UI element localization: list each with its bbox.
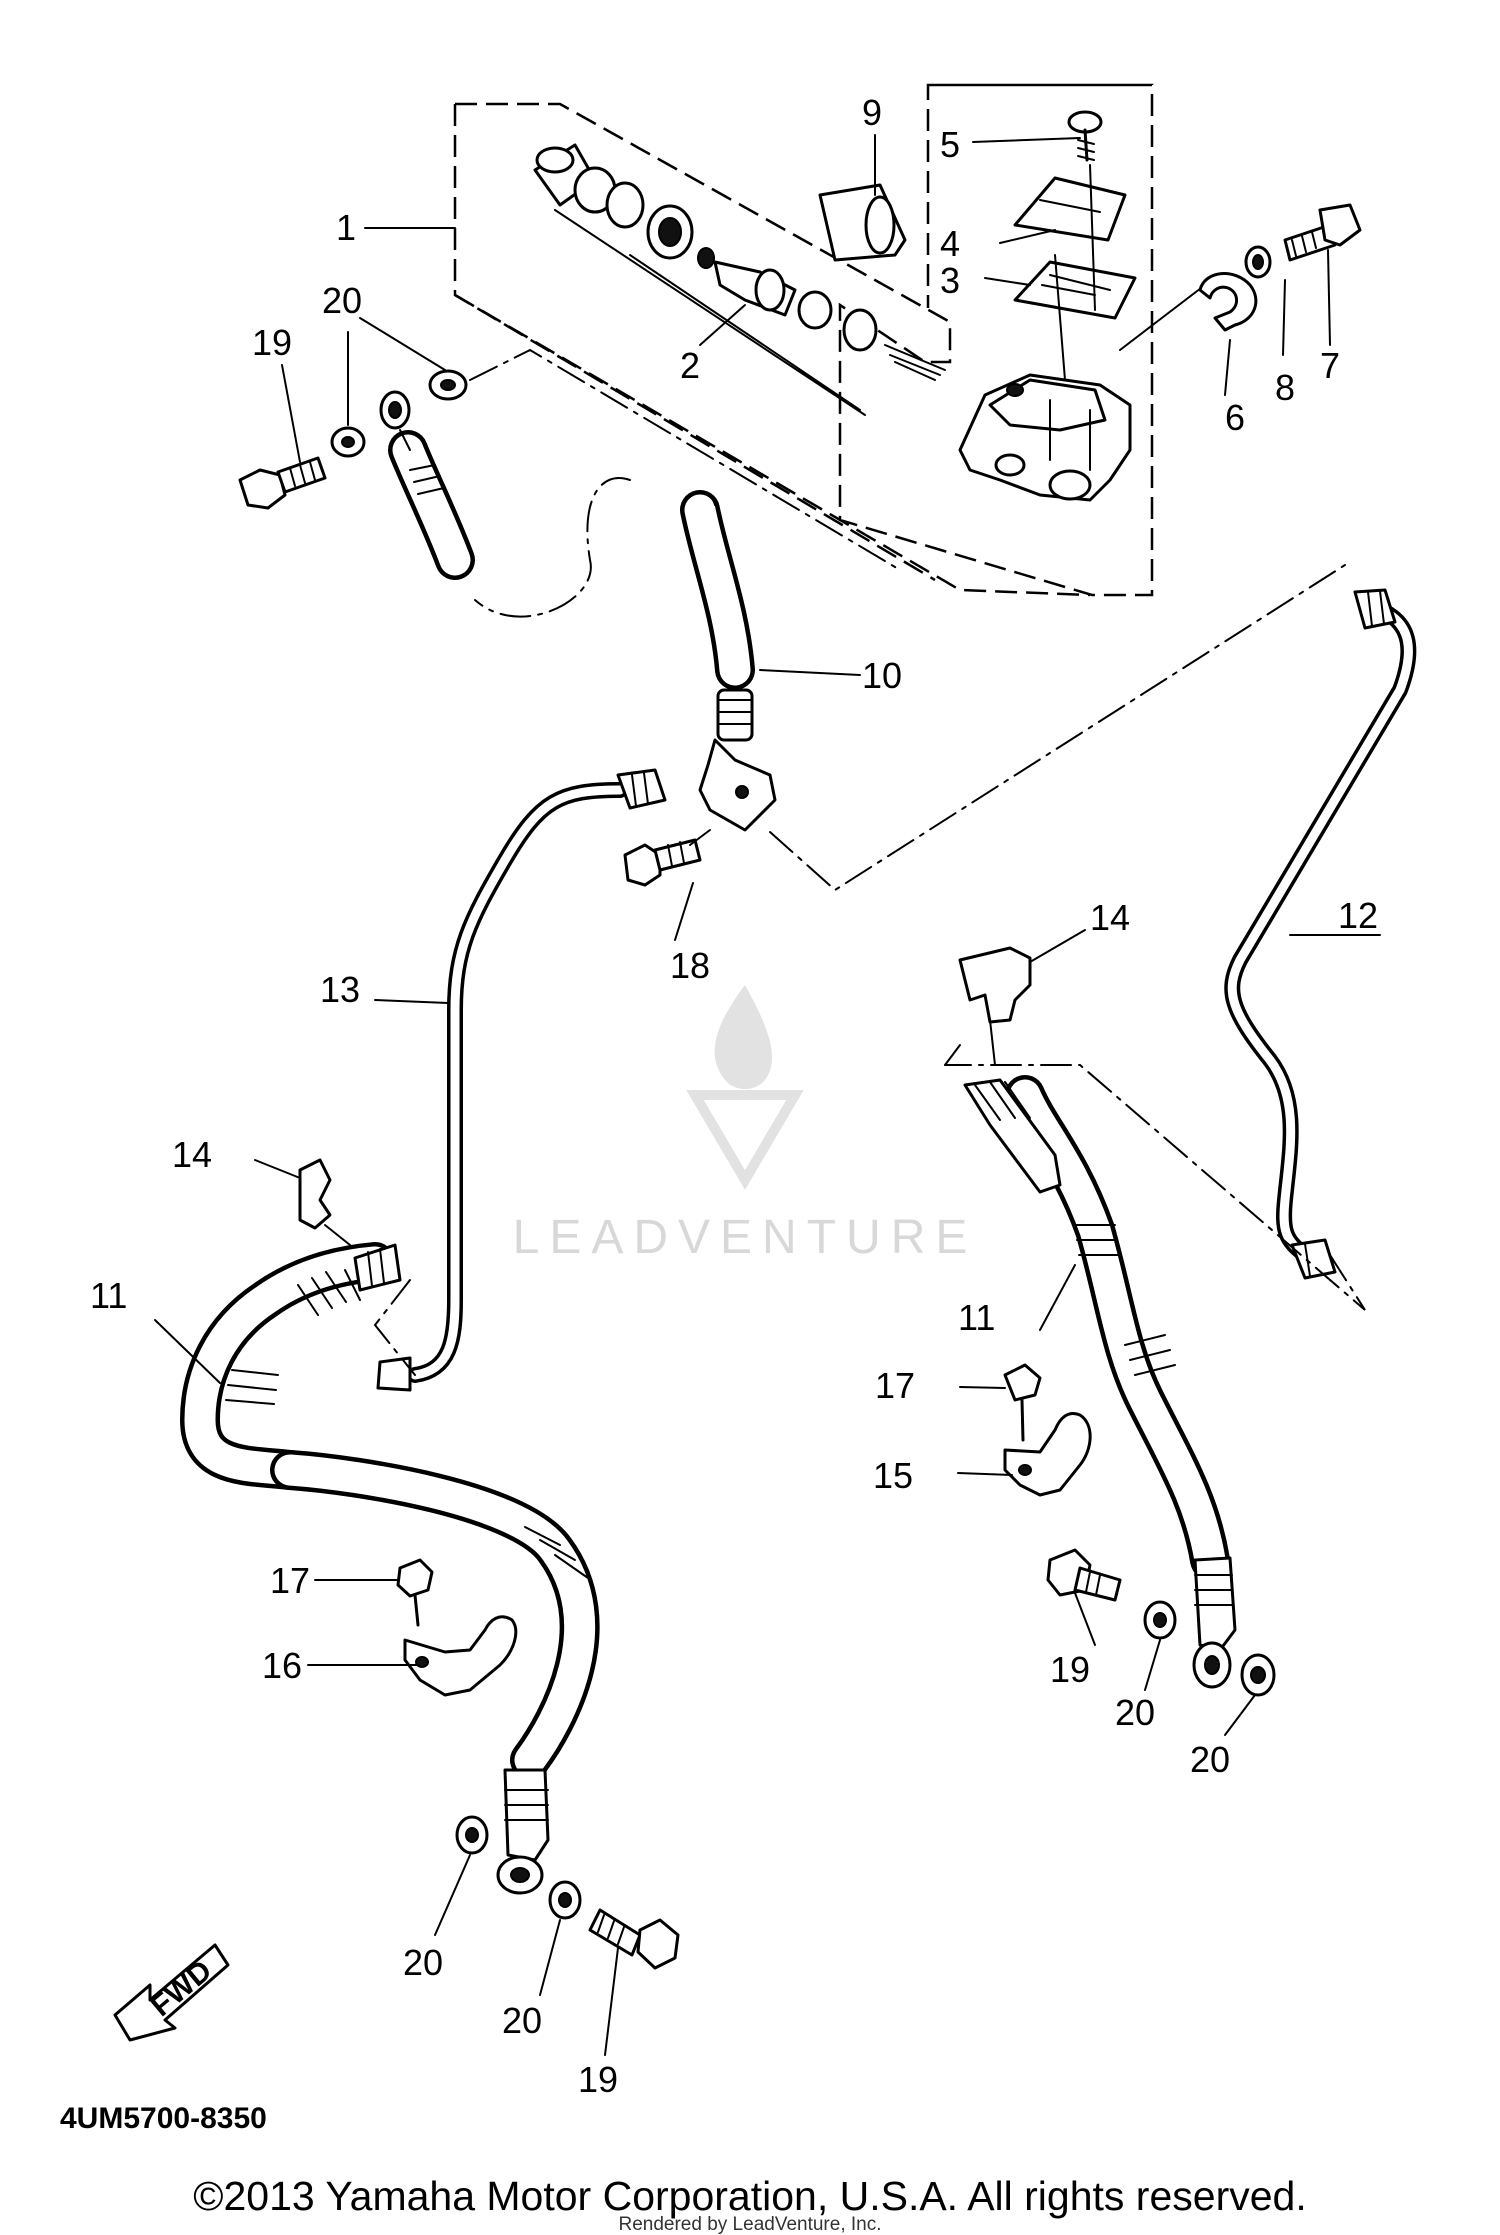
washer-20-right-b xyxy=(1240,1653,1276,1697)
callout-11-right: 11 xyxy=(958,1297,995,1338)
callout-15: 15 xyxy=(873,1455,913,1496)
callout-7: 7 xyxy=(1320,345,1340,386)
callout-12: 12 xyxy=(1338,895,1378,936)
brake-hose-11-left xyxy=(180,1242,600,1895)
bolt-18 xyxy=(623,829,711,887)
bolt-19-bottom-left xyxy=(588,1908,680,1970)
callout-19-bottom: 19 xyxy=(578,2059,618,2100)
callout-2: 2 xyxy=(680,345,700,386)
bracket-15 xyxy=(1003,1412,1092,1497)
boot-9 xyxy=(818,183,907,262)
callout-labels: 1 2 3 4 5 6 7 8 9 10 11 11 12 13 14 14 1… xyxy=(90,92,1378,2100)
bolt-17-left xyxy=(396,1558,434,1627)
callout-20-bottom-a: 20 xyxy=(403,1942,443,1983)
watermark-text: LEADVENTURE xyxy=(513,1211,978,1264)
clip-14-right xyxy=(958,946,1032,1066)
diagram-code: 4UM5700-8350 xyxy=(60,2102,267,2135)
bolt-19-right xyxy=(1046,1548,1122,1602)
washer-20-right-a xyxy=(1143,1600,1177,1640)
callout-13: 13 xyxy=(320,969,360,1010)
watermark: LEADVENTURE xyxy=(513,985,978,1264)
callout-20-top: 20 xyxy=(322,280,362,321)
assembly-1-dashed-box-bottom xyxy=(454,293,1091,597)
master-cylinder-body xyxy=(958,373,1132,502)
callout-14-left: 14 xyxy=(172,1134,212,1175)
callout-6: 6 xyxy=(1225,397,1245,438)
master-cylinder-assembly xyxy=(364,83,1206,597)
piston-kit-2 xyxy=(533,143,946,416)
callout-17-right: 17 xyxy=(875,1365,915,1406)
washer-8 xyxy=(1244,245,1272,279)
callout-1: 1 xyxy=(336,207,356,248)
brake-pipe-13 xyxy=(376,768,667,1392)
callout-16: 16 xyxy=(262,1645,302,1686)
brake-hose-10 xyxy=(680,490,777,832)
washer-20-top-b xyxy=(428,369,468,401)
watermark-v-icon xyxy=(686,1090,804,1190)
callout-10: 10 xyxy=(862,655,902,696)
bolt-7 xyxy=(1283,203,1362,262)
screw-5 xyxy=(1067,110,1103,162)
bolt-17-right xyxy=(1003,1363,1042,1442)
clip-14-left xyxy=(254,1158,351,1246)
callout-3: 3 xyxy=(940,260,960,301)
leader-right-dashdot xyxy=(769,564,1366,1311)
callout-5: 5 xyxy=(940,124,960,165)
rendered-by-notice: Rendered by LeadVenture, Inc. xyxy=(618,2214,881,2235)
callout-20-bottom-b: 20 xyxy=(502,2000,542,2041)
callout-4: 4 xyxy=(940,223,960,264)
callout-19-top: 19 xyxy=(252,322,292,363)
washer-20-bottom-a xyxy=(455,1815,489,1855)
copyright-notice: ©2013 Yamaha Motor Corporation, U.S.A. A… xyxy=(193,2173,1306,2219)
leader-top-dashdot xyxy=(469,348,901,618)
fwd-direction-arrow: FWD xyxy=(113,1943,230,2042)
bracket-16 xyxy=(403,1615,518,1697)
reservoir-cap-3 xyxy=(1013,260,1137,320)
callout-8: 8 xyxy=(1275,367,1295,408)
washer-20-top-a xyxy=(330,426,366,458)
callout-17-left: 17 xyxy=(270,1560,310,1601)
brake-hose-11-right xyxy=(963,1075,1237,1689)
callout-9: 9 xyxy=(862,92,882,133)
callout-11-left: 11 xyxy=(90,1275,127,1316)
callout-14-right: 14 xyxy=(1090,897,1130,938)
washer-20-bottom-b xyxy=(548,1880,582,1920)
bolt-19-top xyxy=(238,456,327,510)
callout-20-right-b: 20 xyxy=(1190,1739,1230,1780)
banjo-fitting-upper xyxy=(379,390,475,580)
leader-lines xyxy=(154,134,1381,2056)
clamp-6 xyxy=(1198,272,1258,332)
callout-18: 18 xyxy=(670,945,710,986)
brake-pipe-12 xyxy=(1224,588,1417,1280)
callout-20-right-a: 20 xyxy=(1115,1692,1155,1733)
diaphragm-plate-4 xyxy=(1013,176,1127,242)
watermark-flame-icon xyxy=(714,985,773,1089)
callout-19-right: 19 xyxy=(1050,1649,1090,1690)
